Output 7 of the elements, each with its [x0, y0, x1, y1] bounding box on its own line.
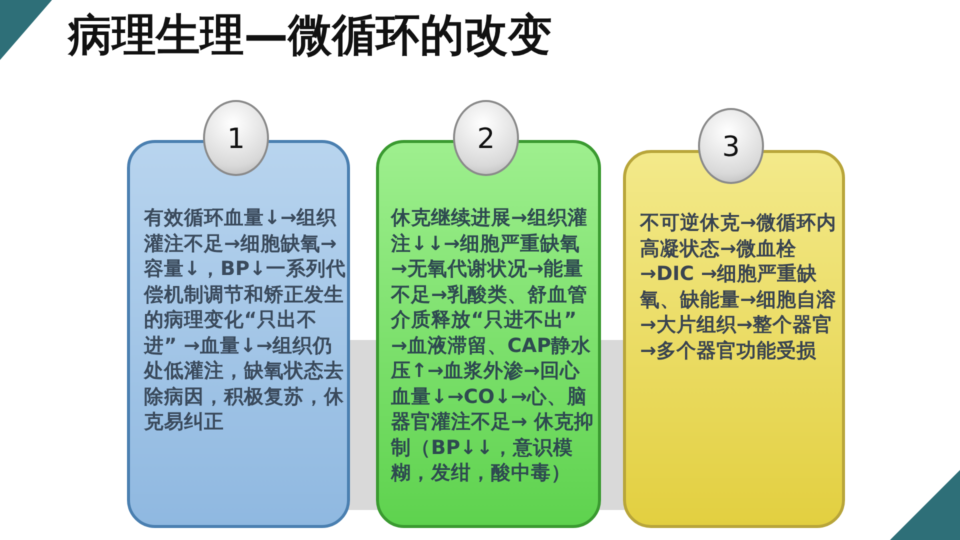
title: 病理生理—微循环的改变 — [68, 9, 552, 63]
stage-description: 不可逆休克→微循环内高凝状态→微血栓→DIC →细胞严重缺氧、缺能量→细胞自溶→大片组织→整个器官→多个器官功能受损 — [640, 210, 838, 363]
stage-description: 有效循环血量↓→组织灌注不足→细胞缺氧→容量↓，BP↓一系列代偿机制调节和矫正发生的病理变化“只出不进” →血量↓→组织仍处低灌注，缺氧状态去除病因，积极复苏，休克易纠正 — [144, 205, 347, 434]
number-circle: 3 — [698, 108, 764, 184]
stage-description: 休克继续进展→组织灌注↓↓→细胞严重缺氧→无氧代谢状况→能量不足→乳酸类、舒血管介质释放“只进不出” →血液滞留、CAP静水压↑→血浆外渗→回心血量↓→CO↓→心、脑器官灌注不足→ 休克抑制（BP↓↓，意识模糊，发绀，酸中毒） — [391, 205, 596, 486]
number-circle: 1 — [203, 100, 269, 176]
number-circle: 2 — [453, 100, 519, 176]
